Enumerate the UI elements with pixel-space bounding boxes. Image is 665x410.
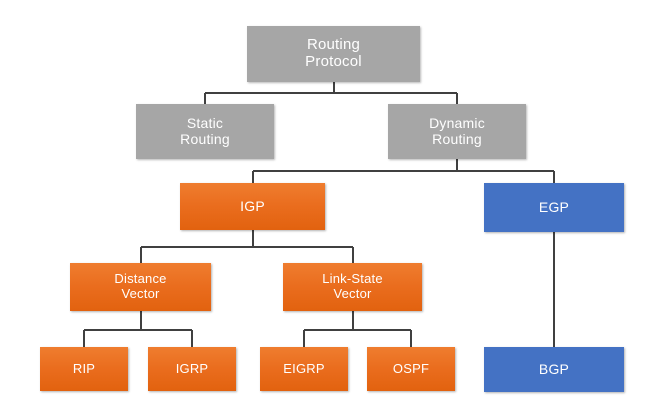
node-distance-vector[interactable]: Distance Vector — [70, 263, 211, 311]
node-label-dynamic-routing: Dynamic Routing — [429, 114, 485, 147]
node-label-distance-vector: Distance Vector — [114, 271, 167, 301]
node-label-ospf: OSPF — [392, 360, 430, 376]
node-igrp[interactable]: IGRP — [148, 347, 236, 391]
node-egp[interactable]: EGP — [484, 183, 624, 232]
node-rip[interactable]: RIP — [40, 347, 128, 391]
node-static-routing[interactable]: Static Routing — [136, 104, 274, 159]
node-label-igp: IGP — [240, 197, 265, 214]
node-label-bgp: BGP — [538, 360, 570, 377]
node-label-igrp: IGRP — [175, 360, 209, 376]
node-routing-protocol[interactable]: Routing Protocol — [247, 26, 420, 82]
node-label-static-routing: Static Routing — [180, 114, 230, 147]
node-bgp[interactable]: BGP — [484, 347, 624, 392]
node-label-rip: RIP — [72, 360, 96, 376]
node-label-egp: EGP — [538, 198, 570, 215]
node-eigrp[interactable]: EIGRP — [260, 347, 348, 391]
node-label-eigrp: EIGRP — [283, 360, 325, 376]
node-igp[interactable]: IGP — [180, 183, 325, 230]
node-label-routing-protocol: Routing Protocol — [305, 36, 362, 70]
node-label-link-state-vector: Link-State Vector — [322, 271, 383, 301]
node-dynamic-routing[interactable]: Dynamic Routing — [388, 104, 526, 159]
node-link-state-vector[interactable]: Link-State Vector — [283, 263, 422, 311]
node-ospf[interactable]: OSPF — [367, 347, 455, 391]
